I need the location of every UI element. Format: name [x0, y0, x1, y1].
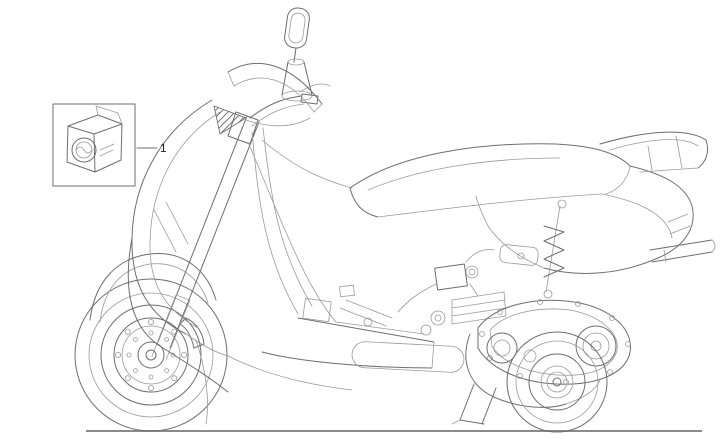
seat: [349, 143, 631, 218]
battery-box: [302, 297, 332, 323]
kit-package-drawing: [66, 105, 123, 173]
rear-wheel: [506, 331, 608, 433]
front-fairing: [127, 99, 353, 393]
mirror: [281, 7, 313, 102]
dashboard: [245, 117, 311, 127]
brake-caliper: [179, 317, 205, 349]
windshield: [227, 63, 323, 127]
brake-lever: [299, 83, 331, 93]
rear-pulley: [575, 325, 617, 367]
airbox: [499, 244, 539, 266]
callout-1[interactable]: 1: [136, 141, 167, 155]
rear-suspension: [543, 199, 567, 299]
brake-cable: [195, 339, 208, 425]
rear-body: [475, 165, 694, 274]
exhaust: [465, 333, 567, 408]
callout-label[interactable]: 1: [160, 141, 167, 155]
floorboard-frame: [247, 139, 465, 373]
brake-disc-holes: [115, 318, 187, 391]
hatched-marker: [213, 105, 247, 135]
front-pulley: [486, 332, 518, 364]
engine: [397, 244, 631, 425]
front-fork: [151, 115, 260, 361]
belly-panel: [351, 341, 465, 373]
rear-rack: [599, 131, 716, 263]
cylinder-fins: [451, 291, 507, 325]
center-stand: [451, 383, 497, 425]
front-fender: [89, 253, 217, 323]
handlebar-grip: [300, 93, 319, 105]
carburetor: [434, 263, 468, 291]
front-wheel: [74, 278, 228, 432]
handlebar: [227, 83, 331, 145]
part-detail-box[interactable]: [52, 103, 136, 187]
engine-bolts: [479, 299, 631, 385]
